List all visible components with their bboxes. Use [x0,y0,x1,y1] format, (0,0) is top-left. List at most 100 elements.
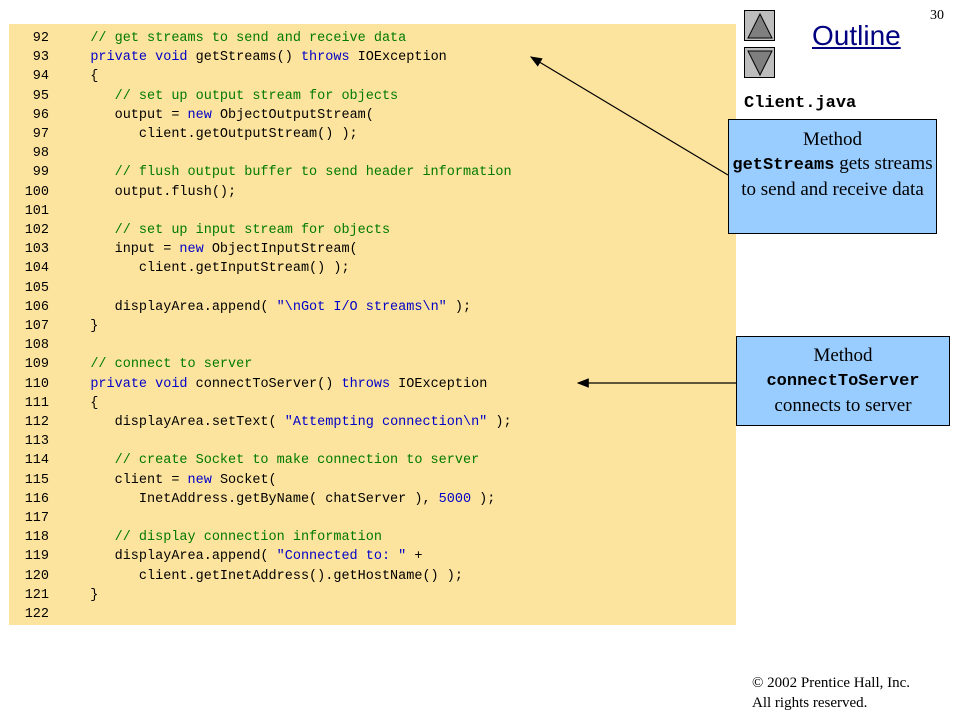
code-token: // connect to server [90,357,253,373]
code-text: output.flush(); [66,183,237,202]
line-number: 117 [24,511,49,526]
code-text: displayArea.append( "Connected to: " + [66,547,423,566]
line-number: 115 [24,472,49,488]
line-number: 111 [24,395,49,411]
code-text: private void getStreams() throws IOExcep… [66,48,447,67]
code-token: ); [446,299,472,315]
code-token: new [187,472,212,488]
code-token: private void [90,50,188,66]
code-token: // flush output buffer to send header in… [114,165,512,181]
line-number: 93 [32,50,49,66]
code-text: // flush output buffer to send header in… [66,163,512,182]
line-number: 121 [24,587,49,603]
code-line: 100 output.flush(); [9,183,736,202]
code-token: + [406,549,423,565]
line-number: 96 [32,107,49,123]
code-token: client.getOutputStream() ); [66,127,358,142]
code-text: client.getInputStream() ); [66,259,350,278]
line-number: 102 [24,223,49,238]
code-token: ObjectOutputStream( [211,107,374,123]
callout-prefix: Method [802,129,863,150]
code-line: 97 client.getOutputStream() ); [9,125,736,144]
code-line: 98 [9,144,736,163]
down-triangle-icon [747,50,773,77]
code-text: { [66,67,98,86]
line-number: 120 [24,568,49,584]
code-token: client.getInputStream() ); [66,261,350,277]
file-name: Client.java [744,94,857,113]
code-token: IOException [390,376,488,392]
line-number: 104 [24,261,49,277]
code-text: client.getInetAddress().getHostName() ); [66,567,463,586]
code-token: { [66,395,99,411]
code-token: // set up output stream for objects [114,88,399,104]
code-line: 111 { [9,394,736,413]
line-number: 112 [24,415,49,430]
code-token: // get streams to send and receive data [90,31,407,46]
line-number: 108 [24,338,49,354]
callout-suffix: gets streams to send and receive data [741,153,933,200]
line-number: 119 [24,549,49,565]
code-line: 112 displayArea.setText( "Attempting con… [9,413,736,432]
page-number: 30 [930,8,944,23]
code-token: client.getInetAddress().getHostName() ); [66,568,463,584]
line-number: 103 [24,242,49,258]
callout-code: getStreams [732,156,835,175]
copyright-line1: © 2002 Prentice Hall, Inc. [752,675,911,691]
previous-slide-button[interactable] [744,10,775,41]
code-text: // connect to server [66,355,252,374]
callout-connecttoserver: Method connectToServer connects to serve… [736,336,950,426]
line-number: 95 [32,88,49,104]
code-text: displayArea.setText( "Attempting connect… [66,413,512,432]
code-line: 118 // display connection information [9,528,736,547]
line-number: 92 [32,31,49,46]
code-token: private void [90,376,188,392]
code-text: { [66,394,98,413]
code-token: connectToServer() [187,376,342,392]
callout-getstreams: Method getStreams gets streams to send a… [728,119,937,234]
code-line: 96 output = new ObjectOutputStream( [9,106,736,125]
copyright-notice: © 2002 Prentice Hall, Inc. All rights re… [752,673,910,713]
line-number: 107 [24,319,49,334]
code-line: 101 [9,202,736,221]
code-text: } [66,586,98,605]
code-line: 120 client.getInetAddress().getHostName(… [9,567,736,586]
line-number: 97 [32,127,49,142]
line-number: 98 [32,146,49,162]
code-token: throws [341,376,391,392]
line-number: 118 [24,530,49,546]
code-line: 94 { [9,67,736,86]
code-text: // set up input stream for objects [66,221,390,240]
code-token: displayArea.append( [66,549,277,565]
code-line: 106 displayArea.append( "\nGot I/O strea… [9,298,736,317]
code-token: "Attempting connection\n" [284,415,488,430]
code-line: 116 InetAddress.getByName( chatServer ),… [9,490,736,509]
outline-link[interactable]: Outline [812,20,901,51]
line-number: 113 [24,434,49,450]
code-text: output = new ObjectOutputStream( [66,106,374,125]
next-slide-button[interactable] [744,47,775,78]
line-number: 100 [24,184,49,200]
line-number: 110 [24,376,49,392]
code-line: 115 client = new Socket( [9,471,736,490]
code-text: private void connectToServer() throws IO… [66,375,487,394]
line-number: 94 [32,69,49,85]
code-line: 99 // flush output buffer to send header… [9,163,736,182]
code-token: output.flush(); [66,184,237,200]
code-token: 5000 [438,491,472,507]
code-line: 105 [9,279,736,298]
up-triangle-icon [747,12,773,39]
code-token: ); [471,491,496,507]
code-token: InetAddress.getByName( chatServer ), [66,491,439,507]
code-line: 113 [9,432,736,451]
code-token: throws [300,50,350,66]
code-token: client = [66,472,188,488]
code-line: 119 displayArea.append( "Connected to: "… [9,547,736,566]
code-token: input = [66,242,180,258]
code-line: 117 [9,509,736,528]
code-line: 95 // set up output stream for objects [9,87,736,106]
code-token: "Connected to: " [276,549,407,565]
code-line: 110 private void connectToServer() throw… [9,375,736,394]
code-token: IOException [349,50,447,66]
